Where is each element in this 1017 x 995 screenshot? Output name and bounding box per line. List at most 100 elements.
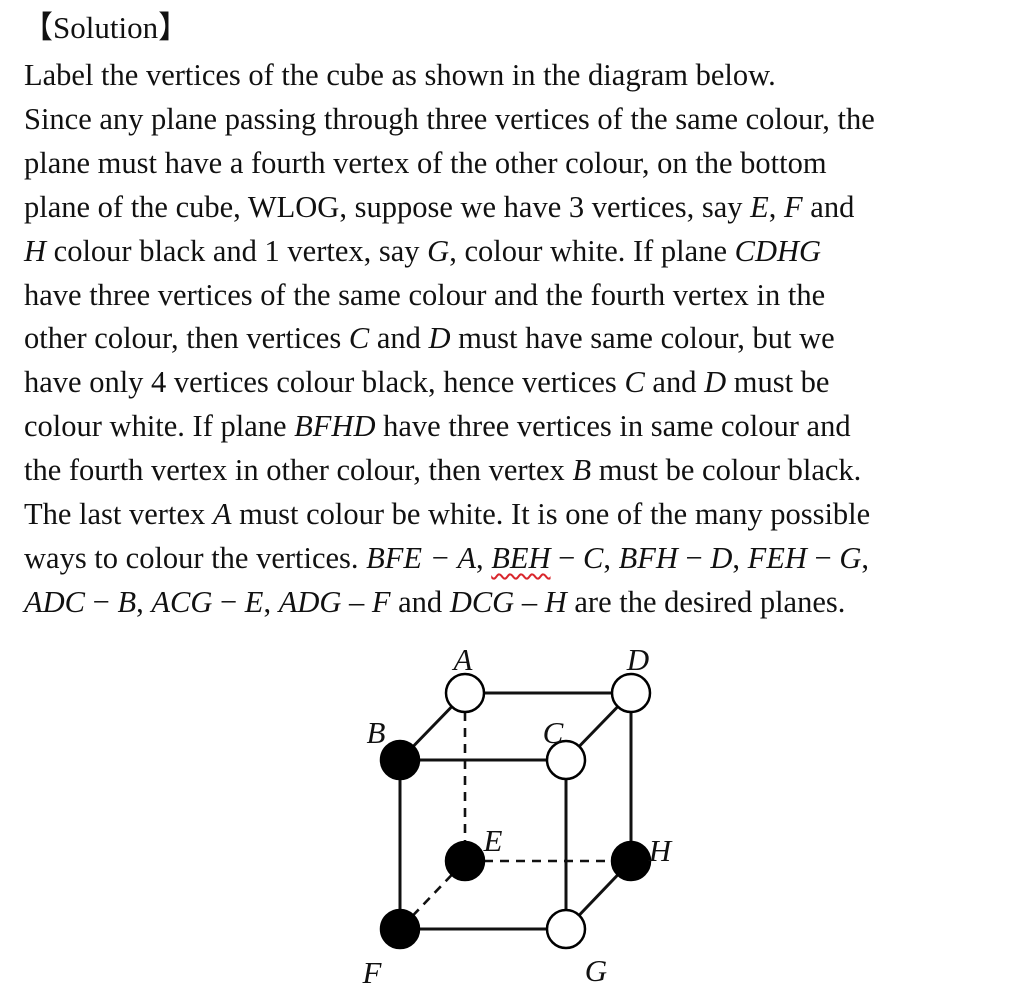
- text-run: −: [212, 584, 245, 619]
- math-symbol: D: [710, 540, 733, 575]
- text-run: the fourth vertex in other colour, then …: [24, 453, 573, 488]
- vertex-label-h: H: [648, 833, 673, 868]
- text-run: have only 4 vertices colour black, hence…: [24, 365, 625, 400]
- math-symbol: D: [428, 321, 451, 356]
- text-run: , colour white. If plane: [449, 233, 735, 268]
- text-run: and: [644, 365, 705, 400]
- vertex-f: [379, 908, 421, 950]
- cube-diagram: A D B C E H F G: [362, 642, 673, 990]
- vertex-label-b: B: [367, 715, 386, 750]
- vertex-label-e: E: [483, 823, 503, 858]
- text-line: Label the vertices of the cube as shown …: [24, 54, 1014, 98]
- text-run: −: [550, 540, 583, 575]
- math-symbol: A: [212, 497, 232, 532]
- math-symbol: G: [839, 540, 862, 575]
- solution-heading: 【Solution】: [22, 10, 190, 45]
- text-run: The last vertex: [24, 497, 213, 532]
- text-run: are the desired planes.: [566, 584, 846, 619]
- math-symbol: G: [427, 233, 450, 268]
- math-symbol: H: [24, 233, 47, 268]
- text-run: ,: [603, 540, 619, 575]
- text-run: and: [802, 189, 855, 224]
- text-line: ways to colour the vertices. BFE − A, BE…: [24, 537, 1014, 581]
- edge-ab: [412, 705, 453, 748]
- vertex-e: [444, 840, 486, 882]
- math-symbol: C: [348, 321, 370, 356]
- math-symbol: FEH: [747, 540, 807, 575]
- vertex-label-c: C: [543, 715, 564, 750]
- vertex-g: [545, 908, 587, 950]
- math-symbol: BFH: [618, 540, 678, 575]
- math-symbol: C: [624, 365, 645, 400]
- text-run: ,: [263, 584, 279, 619]
- text-line: H colour black and 1 vertex, say G, colo…: [24, 230, 1014, 274]
- math-symbol: B: [572, 453, 592, 488]
- math-symbol: BFE − A: [366, 540, 476, 575]
- math-symbol: CDHG: [734, 233, 822, 268]
- text-run: must colour be white. It is one of the m…: [231, 497, 871, 532]
- text-line: have only 4 vertices colour black, hence…: [24, 361, 1014, 405]
- vertex-a: [444, 672, 486, 714]
- text-run: plane of the cube, WLOG, suppose we have…: [24, 189, 751, 224]
- text-run: −: [85, 584, 118, 619]
- math-symbol: DCG: [449, 584, 515, 619]
- math-symbol: BFHD: [294, 409, 376, 444]
- math-symbol: H: [544, 584, 567, 619]
- solution-text: Label the vertices of the cube as shown …: [24, 54, 1014, 625]
- text-run: –: [514, 584, 545, 619]
- math-symbol: E: [244, 584, 264, 619]
- text-run: −: [677, 540, 711, 575]
- text-line: other colour, then vertices C and D must…: [24, 317, 1014, 361]
- text-line: the fourth vertex in other colour, then …: [24, 449, 1014, 493]
- text-line: plane must have a fourth vertex of the o…: [24, 142, 1014, 186]
- vertex-c: [545, 739, 587, 781]
- math-symbol: BEH: [491, 540, 551, 575]
- vertex-label-a: A: [452, 642, 474, 677]
- edge-gh: [578, 873, 619, 917]
- math-symbol: F: [371, 584, 391, 619]
- text-run: ,: [861, 540, 870, 575]
- vertex-label-f: F: [362, 955, 383, 990]
- math-symbol: F: [784, 189, 803, 224]
- text-run: have three vertices of the same colour a…: [24, 277, 826, 312]
- text-run: ,: [136, 584, 152, 619]
- text-run: Label the vertices of the cube as shown …: [24, 58, 776, 92]
- text-run: –: [341, 584, 372, 619]
- text-line: plane of the cube, WLOG, suppose we have…: [24, 186, 1014, 230]
- vertex-label-d: D: [626, 642, 649, 677]
- math-symbol: B: [117, 584, 137, 619]
- text-run: colour black and 1 vertex, say: [46, 233, 428, 268]
- text-run: other colour, then vertices: [24, 321, 349, 356]
- text-line: have three vertices of the same colour a…: [24, 274, 1014, 318]
- text-run: ,: [475, 540, 492, 575]
- text-run: and: [390, 584, 450, 619]
- text-run: −: [806, 540, 840, 575]
- text-line: colour white. If plane BFHD have three v…: [24, 405, 1014, 449]
- vertex-label-g: G: [585, 953, 607, 988]
- text-line: Since any plane passing through three ve…: [24, 98, 1014, 142]
- text-line: ADC − B, ACG − E, ADG – F and DCG – H ar…: [24, 581, 1014, 625]
- edge-ef: [412, 873, 453, 917]
- text-run: must be: [726, 365, 830, 400]
- text-run: must be colour black.: [591, 453, 862, 488]
- text-run: have three vertices in same colour and: [375, 409, 851, 444]
- math-symbol: E: [750, 189, 769, 224]
- text-line: The last vertex A must colour be white. …: [24, 493, 1014, 537]
- text-run: ,: [732, 540, 748, 575]
- edge-dc: [578, 705, 619, 748]
- vertex-b: [379, 739, 421, 781]
- text-run: Since any plane passing through three ve…: [24, 101, 875, 136]
- math-symbol: ADC: [24, 584, 85, 619]
- vertex-h: [610, 840, 652, 882]
- text-run: and: [369, 321, 429, 356]
- vertex-d: [610, 672, 652, 714]
- text-run: ,: [768, 189, 785, 224]
- math-symbol: C: [582, 540, 604, 575]
- math-symbol: ACG: [151, 584, 213, 619]
- math-symbol: ADG: [278, 584, 342, 619]
- text-run: plane must have a fourth vertex of the o…: [24, 145, 827, 180]
- text-run: must have same colour, but we: [450, 321, 835, 356]
- math-symbol: D: [704, 365, 727, 400]
- text-run: ways to colour the vertices.: [24, 540, 367, 575]
- text-run: colour white. If plane: [24, 409, 295, 444]
